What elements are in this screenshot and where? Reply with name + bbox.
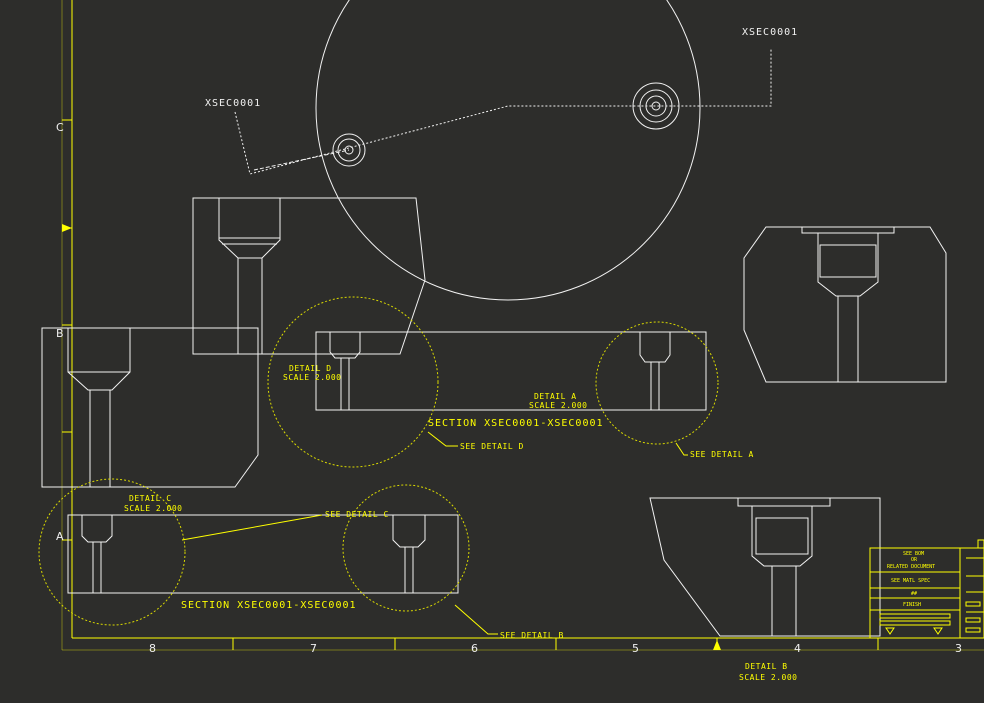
see-detail-c-note: SEE DETAIL C xyxy=(325,510,389,519)
detail-d-scale: SCALE 2.000 xyxy=(283,373,341,382)
zone-col-5: 5 xyxy=(632,642,639,655)
title-block-finish: FINISH xyxy=(903,602,921,608)
zone-row-c: C xyxy=(56,121,64,134)
section-cut-line xyxy=(234,48,772,175)
detail-d-label: DETAIL D xyxy=(289,364,332,373)
section-title-bottom: SECTION XSEC0001-XSEC0001 xyxy=(181,600,357,611)
zone-row-a: A xyxy=(56,530,64,543)
section-view-strip-top[interactable]: DETAIL D SCALE 2.000 DETAIL A SCALE 2.00… xyxy=(267,296,754,468)
section-view-strip-bottom[interactable]: DETAIL C SCALE 2.000 SEE DETAIL C SECTIO… xyxy=(38,478,564,640)
detail-d-circle xyxy=(267,296,439,468)
detail-b-scale: SCALE 2.000 xyxy=(739,673,797,682)
title-block-related-doc: RELATED DOCUMENT xyxy=(887,564,935,570)
see-detail-b-note: SEE DETAIL B xyxy=(500,631,564,640)
detail-c-label: DETAIL C xyxy=(129,494,172,503)
part-outline-circle xyxy=(315,0,701,301)
section-label-right: XSEC0001 xyxy=(742,27,798,38)
zone-row-b: B xyxy=(56,327,64,340)
title-block-bom: SEE BOM xyxy=(903,551,924,557)
detail-b-label: DETAIL B xyxy=(745,662,788,671)
section-title-top: SECTION XSEC0001-XSEC0001 xyxy=(428,418,604,429)
title-block-matl-spec: SEE MATL SPEC xyxy=(891,578,930,584)
title-block[interactable]: SEE BOM OR RELATED DOCUMENT SEE MATL SPE… xyxy=(869,539,984,639)
zone-col-7: 7 xyxy=(310,642,317,655)
detail-a-label: DETAIL A xyxy=(534,392,577,401)
see-detail-d-note: SEE DETAIL D xyxy=(460,442,524,451)
title-block-number: ## xyxy=(911,591,917,597)
title-block-or: OR xyxy=(911,557,918,563)
section-view-right-upper[interactable] xyxy=(743,226,947,383)
section-view-detail-b[interactable]: DETAIL B SCALE 2.000 xyxy=(649,497,881,682)
section-view-left-block[interactable] xyxy=(41,327,259,488)
see-detail-a-note: SEE DETAIL A xyxy=(690,450,754,459)
zone-col-6: 6 xyxy=(471,642,478,655)
section-label-left: XSEC0001 xyxy=(205,98,261,109)
zone-col-4: 4 xyxy=(794,642,801,655)
top-view[interactable]: XSEC0001 XSEC0001 xyxy=(205,0,798,301)
detail-b-circle xyxy=(342,484,470,612)
sheet-border xyxy=(61,0,984,651)
zone-col-3: 3 xyxy=(955,642,962,655)
detail-c-scale: SCALE 2.000 xyxy=(124,504,182,513)
center-mark-arrow xyxy=(62,224,72,232)
detail-a-scale: SCALE 2.000 xyxy=(529,401,587,410)
detail-c-circle xyxy=(38,478,186,626)
zone-col-8: 8 xyxy=(149,642,156,655)
section-view-upper-block[interactable] xyxy=(192,197,426,355)
detail-a-circle xyxy=(595,321,719,445)
center-mark-arrow-bottom xyxy=(713,640,721,650)
